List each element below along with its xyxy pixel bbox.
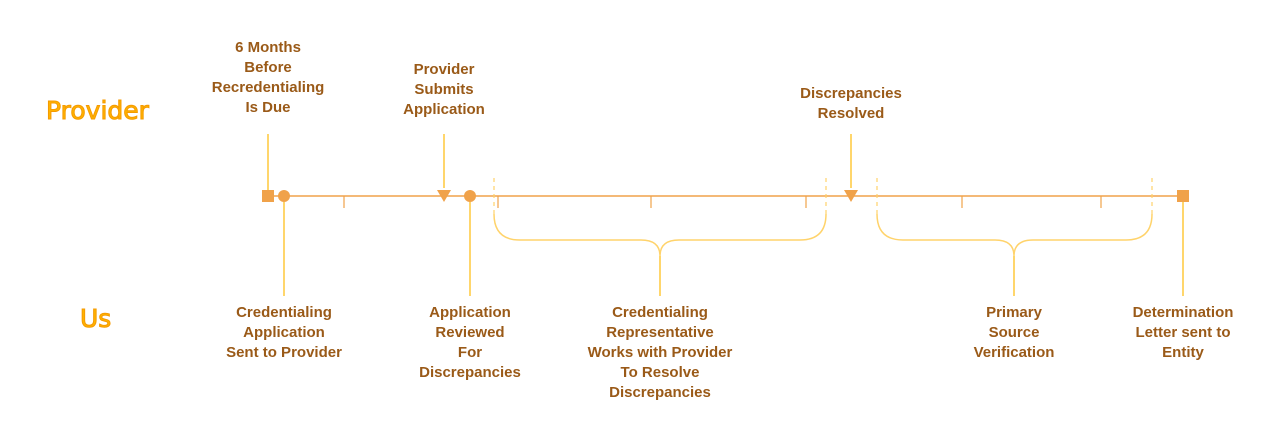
marker-resolved-triangle [844, 190, 858, 202]
brace-resolve-discrepancies [493, 213, 827, 257]
timeline-ticks [343, 196, 1102, 208]
row-label-us: Us [79, 304, 112, 334]
label-application-reviewed: Application Reviewed For Discrepancies [419, 304, 521, 381]
markers [262, 190, 1189, 202]
marker-sent-circle [278, 190, 290, 202]
marker-end-square [1177, 190, 1189, 202]
label-six-months: 6 Months Before Recredentialing Is Due [211, 39, 325, 116]
brace-primary-source [876, 213, 1153, 257]
marker-start-square [262, 190, 274, 202]
label-credentialing-application-sent: Credentialing Application Sent to Provid… [226, 304, 342, 361]
row-label-provider: Provider [46, 96, 150, 126]
label-provider-submits: Provider Submits Application [403, 61, 485, 118]
marker-review-circle [464, 190, 476, 202]
label-determination-letter: Determination Letter sent to Entity [1132, 304, 1234, 361]
label-representative-works: Credentialing Representative Works with … [587, 304, 733, 401]
label-discrepancies-resolved: Discrepancies Resolved [800, 85, 902, 122]
phase-boundaries [493, 178, 1153, 214]
marker-submit-triangle [437, 190, 451, 202]
label-primary-source-verification: Primary Source Verification [973, 304, 1055, 361]
leader-lines [267, 134, 1184, 296]
